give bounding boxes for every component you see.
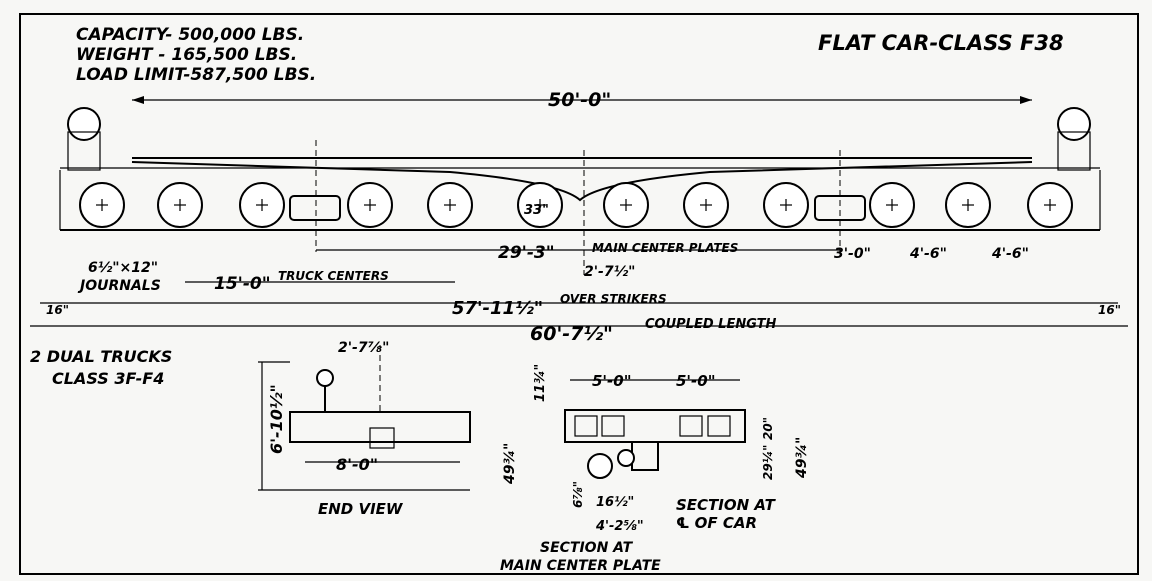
axle-spacing-3ft: 3'-0" [834,246,871,262]
spec-load-limit: LOAD LIMIT-587,500 LBS. [76,65,316,85]
axle-spacing-46a: 4'-6" [909,246,947,262]
end-view-center-sill [369,427,395,449]
cross-sections: 5'-0" 5'-0" 11¾" 20" 29¼" 49¾" 6⅞" 16½" … [500,364,810,574]
wheel-diameter: 33" [524,203,549,218]
journals-size: 6½"×12" [88,260,158,276]
section-cell [601,415,625,437]
section-width-1: 5'-0" [592,372,632,390]
arrowhead [132,96,144,104]
section-bottom-dim-3: 4'-2⅝" [595,519,644,534]
spec-capacity: CAPACITY- 500,000 LBS. [76,25,304,45]
section-top-dim: 11¾" [533,364,548,402]
end-brake-wheel [316,369,334,387]
drawing-title: FLAT CAR-CLASS F38 [818,31,1064,55]
truck-centers-label: TRUCK CENTERS [278,269,389,283]
section-journal [617,449,635,467]
center-plate-left [289,195,341,221]
trucks-note-line2: CLASS 3F-F4 [52,369,164,388]
over-strikers-label: OVER STRIKERS [560,292,667,306]
section-depth-2: 29¼" [761,445,775,480]
center-offset-dim: 2'-7½" [584,264,635,280]
section-girder [564,409,746,443]
section-cell [574,415,598,437]
over-strikers-dim: 57'-11½" [452,298,543,319]
end-width-dim: 8'-0" [336,455,378,474]
section-car-label-2: ℄ OF CAR [676,514,757,532]
section-wheel [587,453,613,479]
coupled-length-label: COUPLED LENGTH [645,317,777,332]
end-offset-dim: 2'-7⅞" [338,340,389,356]
truck-centers-dim: 15'-0" [214,274,271,294]
section-plate-label-1: SECTION AT [540,540,634,556]
main-center-plates-label: MAIN CENTER PLATES [592,241,738,255]
brake-wheel-right [1057,107,1091,141]
journals-label: JOURNALS [77,278,161,294]
brake-wheel-left [67,107,101,141]
coupled-length-dim: 60'-7½" [530,323,613,345]
center-plate-right [814,195,866,221]
end-depth-dim: 49¾" [502,443,518,485]
main-center-plates-dim: 29'-3" [498,243,555,263]
section-width-2: 5'-0" [676,372,716,390]
section-cell [679,415,703,437]
section-depth-3: 49¾" [794,437,810,479]
deck-girder [131,161,1033,202]
section-plate-label-2: MAIN CENTER PLATE [500,558,661,574]
trucks-note-line1: 2 DUAL TRUCKS [30,347,172,366]
brake-stand-left [67,131,101,171]
section-bottom-dim-2: 16½" [596,495,634,510]
end-view-deck [289,411,471,443]
drawing-border [19,13,1139,575]
section-cell [707,415,731,437]
arrowhead [1020,96,1032,104]
axle-spacing-46b: 4'-6" [991,246,1029,262]
deck-length-dim: 50'-0" [548,89,611,111]
wheel-set [79,182,1073,228]
section-center-sill [631,441,659,471]
end-right-dim: 16" [1098,303,1121,317]
spec-weight: WEIGHT - 165,500 LBS. [76,45,297,65]
end-height-dim: 6'-10½" [267,384,286,454]
end-left-dim: 16" [46,303,69,317]
section-car-label-1: SECTION AT [676,496,777,514]
section-bottom-dim-1: 6⅞" [571,481,585,508]
end-view: 6'-10½" 2'-7⅞" 8'-0" 49¾" END VIEW [258,340,518,518]
brake-stand-right [1057,131,1091,171]
end-view-label: END VIEW [318,500,404,518]
section-depth-1: 20" [761,417,775,440]
